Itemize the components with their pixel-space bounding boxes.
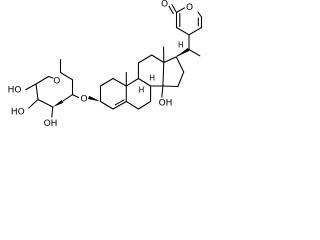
- ring-b: [125, 77, 152, 110]
- carbonyl-double-bond: [171, 4, 178, 14]
- glycosidic-oxygen-label: O: [80, 95, 87, 105]
- carbonyl-oxygen-label: O: [161, 0, 168, 10]
- pyranone-oxygen-label: O: [186, 3, 193, 13]
- chemical-structure-diagram: O O O O OH HO HO OH H H H: [8, 0, 203, 129]
- sugar-c2-hydroxyl-label: OH: [44, 119, 58, 129]
- ring-c: [137, 54, 165, 87]
- sugar-oh-bond-2: [51, 106, 54, 118]
- c8-hydrogen-label: H: [149, 74, 155, 83]
- sugar-ring-oxygen-label: O: [53, 77, 60, 87]
- carbonyl-double-bond-2: [168, 5, 174, 15]
- sugar-oh-bond-4: [25, 83, 37, 91]
- c14-oh-bond: [161, 85, 164, 98]
- c14-hydroxyl-label: OH: [159, 99, 173, 109]
- c3-wedge-bond: [88, 95, 101, 102]
- anomeric-wedge-bond: [52, 100, 64, 107]
- c9-hydrogen-label: H: [139, 86, 145, 95]
- sugar-c3-hydroxyl-label: HO: [11, 108, 25, 118]
- ring-a: [99, 77, 127, 110]
- anomeric-o-bond: [71, 94, 80, 99]
- c17-wedge-bond: [176, 48, 190, 57]
- ring-d: [162, 56, 185, 88]
- sugar-ring: [35, 71, 74, 108]
- c17-hydrogen-label: H: [178, 41, 184, 50]
- sugar-oh-bond-3: [28, 98, 39, 109]
- pyranone-o-bond: [175, 7, 186, 14]
- sugar-c4-hydroxyl-label: HO: [8, 86, 22, 96]
